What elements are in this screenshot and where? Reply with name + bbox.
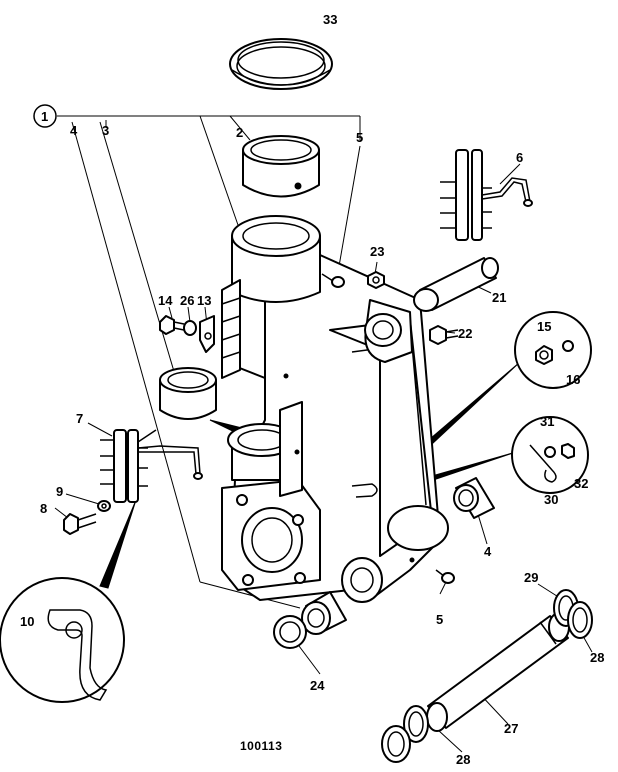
callout-14: 14: [158, 293, 173, 308]
callout-7: 7: [76, 411, 83, 426]
callout-9: 9: [56, 484, 63, 499]
part-23-nut: [367, 271, 385, 289]
detail-circle-10-clip: [0, 577, 125, 703]
callout-29: 29: [524, 570, 538, 585]
callout-5-bottom: 5: [436, 612, 443, 627]
part-4-bush-right: [453, 477, 495, 519]
callout-21: 21: [492, 290, 506, 305]
main-housing: [221, 215, 449, 603]
callout-13: 13: [197, 293, 211, 308]
part-8-bolt: [63, 513, 97, 535]
part-5-bolt-bottom: [435, 569, 455, 584]
part-22-bolt: [429, 325, 459, 345]
callout-1-marker: [33, 104, 57, 128]
part-33-seal-ring: [229, 38, 333, 90]
part-2-bush: [242, 135, 320, 198]
part-3-bush: [159, 367, 217, 420]
callout-3: 3: [102, 123, 109, 138]
callout-5-top: 5: [356, 130, 363, 145]
callout-23: 23: [370, 244, 384, 259]
callout-31: 31: [540, 414, 554, 429]
callout-22: 22: [458, 326, 472, 341]
callout-33: 33: [323, 12, 337, 27]
figure-number: 100113: [240, 739, 282, 753]
callout-1: 1: [41, 109, 48, 124]
part-9-washer: [97, 500, 111, 512]
part-21-pin: [413, 257, 499, 312]
part-14-26-13-bracket-set: [159, 315, 215, 353]
callout-15: 15: [537, 319, 551, 334]
callout-30: 30: [544, 492, 558, 507]
part-28-rings-lower: [381, 705, 429, 763]
callout-28-right: 28: [590, 650, 604, 665]
detail-circle-30-31-32: [511, 416, 589, 494]
callout-28-bottom: 28: [456, 752, 470, 767]
part-7-grease-manifold: [100, 429, 203, 503]
callout-26: 26: [180, 293, 194, 308]
part-28-29-rings-upper: [553, 589, 593, 639]
callout-labels: 1 2 3 4 5 6 7 8 9 10 13 14 15 16 21 22 2…: [20, 12, 604, 767]
callout-4-top: 4: [70, 123, 78, 138]
callout-32: 32: [574, 476, 588, 491]
part-24-washer: [273, 615, 307, 649]
callout-16: 16: [566, 372, 580, 387]
callout-8: 8: [40, 501, 47, 516]
part-5-bolt-top: [321, 273, 345, 288]
callout-24: 24: [310, 678, 325, 693]
callout-2: 2: [236, 125, 243, 140]
callout-6: 6: [516, 150, 523, 165]
callout-10: 10: [20, 614, 34, 629]
part-6-grease-manifold: [440, 149, 533, 241]
callout-27: 27: [504, 721, 518, 736]
detail-circle-15-16: [514, 311, 592, 389]
part-4-bush-bottom: [301, 591, 347, 635]
callout-4-right: 4: [484, 544, 492, 559]
